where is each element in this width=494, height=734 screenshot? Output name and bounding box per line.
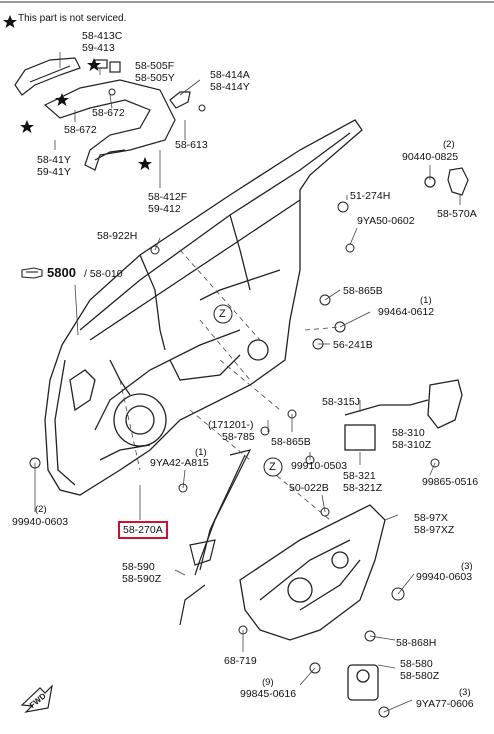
label-58-672-lower: 58-672 [64,124,97,136]
qty-9YA42: (1) [195,447,207,458]
label-58-310Z: 58-310Z [392,439,432,451]
label-59-41Y: 59-41Y [37,166,71,178]
pointing-hand-icon [21,267,43,279]
handle-cover-58-414A [169,91,191,109]
label-58-413C: 58-413C [82,30,123,42]
label-58-580: 58-580 [400,658,433,670]
label-90440-0825: 90440-0825 [402,151,459,163]
label-58-412F: 58-412F [148,191,188,203]
label-9YA50-0602: 9YA50-0602 [357,215,415,227]
lock-cylinder-58-505F [94,59,121,73]
label-58-321: 58-321 [343,470,376,482]
fwd-arrow-icon [20,684,53,713]
label-58-97XZ: 58-97XZ [414,524,455,536]
label-59-412: 59-412 [148,203,181,215]
door-latch [344,379,463,451]
label-58-97X: 58-97X [414,512,448,524]
label-58-414Y: 58-414Y [210,81,250,93]
qty-90440: (2) [443,139,455,150]
qty-99845: (9) [262,677,274,688]
label-5800: 5800 [47,265,76,280]
label-51-274H: 51-274H [350,190,391,202]
carrier-plate [239,504,386,641]
label-58-310: 58-310 [392,427,425,439]
outer-handle [14,57,81,96]
label-58-922H: 58-922H [97,230,138,242]
label-99464-0612: 99464-0612 [378,306,435,318]
label-58-321Z: 58-321Z [343,482,383,494]
z-callout-upper: Z [219,308,226,320]
label-50-022B: 50-022B [289,482,329,494]
label-58-865B-upper: 58-865B [343,285,383,297]
door-shell [44,119,363,496]
legend-notice: This part is not serviced. [18,13,127,24]
label-58-270A-highlighted: 58-270A [118,521,168,539]
z-callout-circles [213,304,283,477]
not-serviced-star-icons [3,15,152,170]
label-58-672-upper: 58-672 [92,107,125,119]
door-check-part [424,167,469,196]
label-58-010: / 58-010 [84,268,123,280]
label-58-785: 58-785 [222,431,255,443]
label-9YA77-0606: 9YA77-0606 [416,698,474,710]
label-99940-0603-right: 99940-0603 [416,571,473,583]
label-59-413: 59-413 [82,42,115,54]
qty-99464: (1) [420,295,432,306]
label-58-590: 58-590 [122,561,155,573]
label-99910-0503: 99910-0503 [291,460,348,472]
leader-lines [34,52,461,713]
qty-99940-right: (3) [461,561,473,572]
z-callout-lower: Z [269,461,276,473]
label-58-580Z: 58-580Z [400,670,440,682]
label-99845-0616: 99845-0616 [240,688,297,700]
label-99865-0516: 99865-0516 [422,476,479,488]
label-99940-0603-left: 99940-0603 [12,516,69,528]
label-58-41Y: 58-41Y [37,154,71,166]
label-58-414A: 58-414A [210,69,250,81]
label-68-719: 68-719 [224,655,257,667]
window-regulator [179,449,252,626]
label-9YA42-A815: 9YA42-A815 [150,457,209,469]
label-58-315J: 58-315J [322,396,360,408]
label-58-613: 58-613 [175,139,208,151]
qty-99940-left: (2) [35,504,47,515]
label-58-590Z: 58-590Z [122,573,162,585]
regulator-motor [347,664,379,701]
label-58-570A: 58-570A [437,208,477,220]
label-58-865B-lower: 58-865B [271,436,311,448]
qty-9YA77: (3) [459,687,471,698]
handle-bracket [43,79,176,171]
fasteners [29,88,440,718]
label-171201: (171201-) [208,419,254,431]
label-56-241B: 56-241B [333,339,373,351]
label-58-505F: 58-505F [135,60,175,72]
label-58-505Y: 58-505Y [135,72,175,84]
label-58-868H: 58-868H [396,637,437,649]
